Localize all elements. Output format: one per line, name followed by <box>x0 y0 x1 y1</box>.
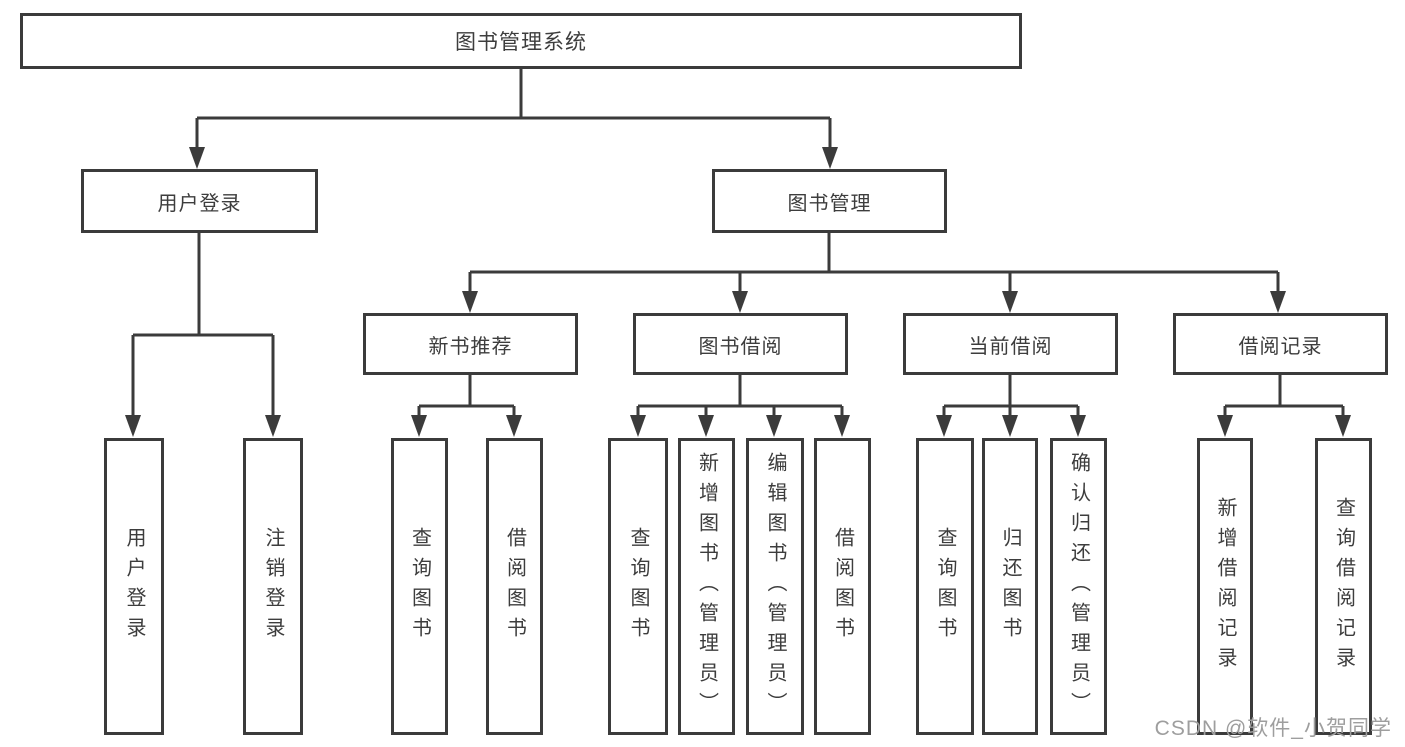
connector-current-borrow-branch <box>936 375 1086 437</box>
connector-root-branch <box>189 69 838 169</box>
node-label: 图书管理 <box>787 192 872 215</box>
node-book-management: 图书管理 <box>712 169 947 233</box>
connector-new-book-branch <box>411 375 522 437</box>
node-label: 借阅记录 <box>1238 335 1323 358</box>
connector-book-borrow-branch <box>630 375 850 437</box>
node-label: 图书管理系统 <box>455 31 587 54</box>
leaf-confirm-return-admin: 确认归还（管理员） <box>1050 438 1107 735</box>
node-label: 新书推荐 <box>428 335 513 358</box>
node-label: 查询图书 <box>934 526 956 647</box>
node-label: 查询图书 <box>627 526 649 647</box>
node-label: 借阅图书 <box>831 526 854 647</box>
node-label: 归还图书 <box>999 526 1021 647</box>
node-library-management-system: 图书管理系统 <box>20 13 1022 69</box>
node-label: 图书借阅 <box>698 335 783 358</box>
leaf-query-books-current: 查询图书 <box>916 438 974 735</box>
node-label: 用户登录 <box>123 526 145 647</box>
leaf-add-borrow-record: 新增借阅记录 <box>1197 438 1253 735</box>
node-book-borrowing: 图书借阅 <box>633 313 848 375</box>
connector-borrow-records-branch <box>1217 375 1351 437</box>
node-label: 当前借阅 <box>968 335 1053 358</box>
leaf-borrow-books-newbook: 借阅图书 <box>486 438 543 735</box>
node-label: 新增图书（管理员） <box>695 451 718 722</box>
leaf-query-books-borrowing: 查询图书 <box>608 438 668 735</box>
node-user-login: 用户登录 <box>81 169 318 233</box>
leaf-logout: 注销登录 <box>243 438 303 735</box>
leaf-query-books-newbook: 查询图书 <box>391 438 448 735</box>
node-label: 借阅图书 <box>503 526 526 647</box>
node-label: 查询图书 <box>408 526 431 647</box>
node-label: 编辑图书（管理员） <box>764 451 786 722</box>
leaf-user-login: 用户登录 <box>104 438 164 735</box>
node-borrowing-records: 借阅记录 <box>1173 313 1388 375</box>
leaf-borrow-books: 借阅图书 <box>814 438 871 735</box>
leaf-query-borrow-record: 查询借阅记录 <box>1315 438 1372 735</box>
node-label: 用户登录 <box>157 192 242 215</box>
connector-user-login-branch <box>125 233 281 437</box>
leaf-edit-books-admin: 编辑图书（管理员） <box>746 438 804 735</box>
node-label: 注销登录 <box>262 526 284 647</box>
node-label: 确认归还（管理员） <box>1067 451 1090 722</box>
node-label: 查询借阅记录 <box>1332 496 1355 677</box>
leaf-return-books: 归还图书 <box>982 438 1038 735</box>
node-label: 新增借阅记录 <box>1214 496 1236 677</box>
leaf-add-books-admin: 新增图书（管理员） <box>678 438 735 735</box>
csdn-watermark: CSDN @软件_小贺同学 <box>1154 717 1392 740</box>
node-new-book-recommendation: 新书推荐 <box>363 313 578 375</box>
node-current-borrowing: 当前借阅 <box>903 313 1118 375</box>
connector-book-mgmt-branch <box>462 233 1286 313</box>
